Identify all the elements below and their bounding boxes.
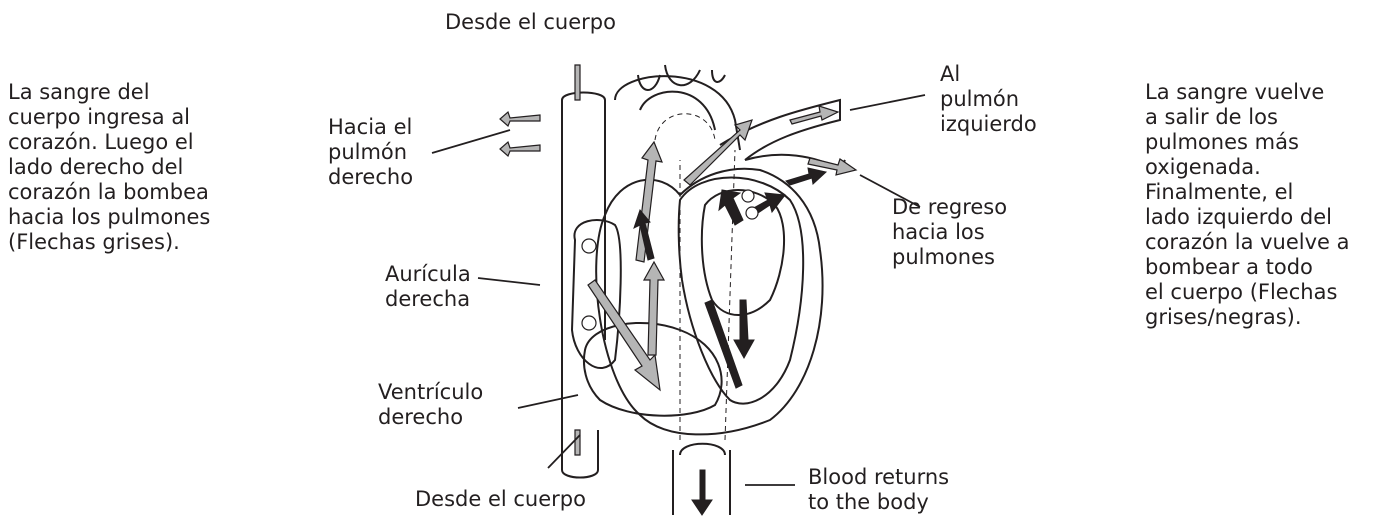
leader-line [850,95,925,110]
grey-arrow [500,142,540,156]
valve-icon [582,316,596,330]
left-ventricle-wall [679,178,804,404]
black-arrow [719,190,743,225]
grey-arrow [575,430,580,455]
valve-icon [746,207,758,219]
grey-arrow [644,262,664,355]
label-hacia-pulmon-derecho: Hacia el pulmón derecho [328,115,413,190]
grey-arrow [575,65,580,100]
label-de-regreso: De regreso hacia los pulmones [892,195,1007,270]
black-arrow [786,168,826,185]
grey-arrow [790,106,838,124]
label-desde-cuerpo-bottom: Desde el cuerpo [415,487,586,512]
label-al-pulmon-izquierdo: Al pulmón izquierdo [940,62,1037,137]
label-blood-returns: Blood returns to the body [808,465,949,515]
aortic-arch [615,76,740,150]
valve-icon [742,190,754,202]
left-description: La sangre del cuerpo ingresa al corazón.… [8,80,210,255]
grey-arrow [500,112,540,126]
leader-line [478,278,540,285]
label-ventriculo-derecho: Ventrículo derecho [378,380,483,430]
label-auricula-derecha: Aurícula derecha [385,262,471,312]
leader-line [432,130,510,153]
label-desde-cuerpo-top: Desde el cuerpo [445,10,616,35]
grey-arrow [684,120,752,185]
right-description: La sangre vuelve a salir de los pulmones… [1145,80,1350,330]
valve-icon [582,239,596,253]
black-arrow [734,300,754,358]
leader-line [518,395,578,408]
black-arrow [692,470,712,515]
